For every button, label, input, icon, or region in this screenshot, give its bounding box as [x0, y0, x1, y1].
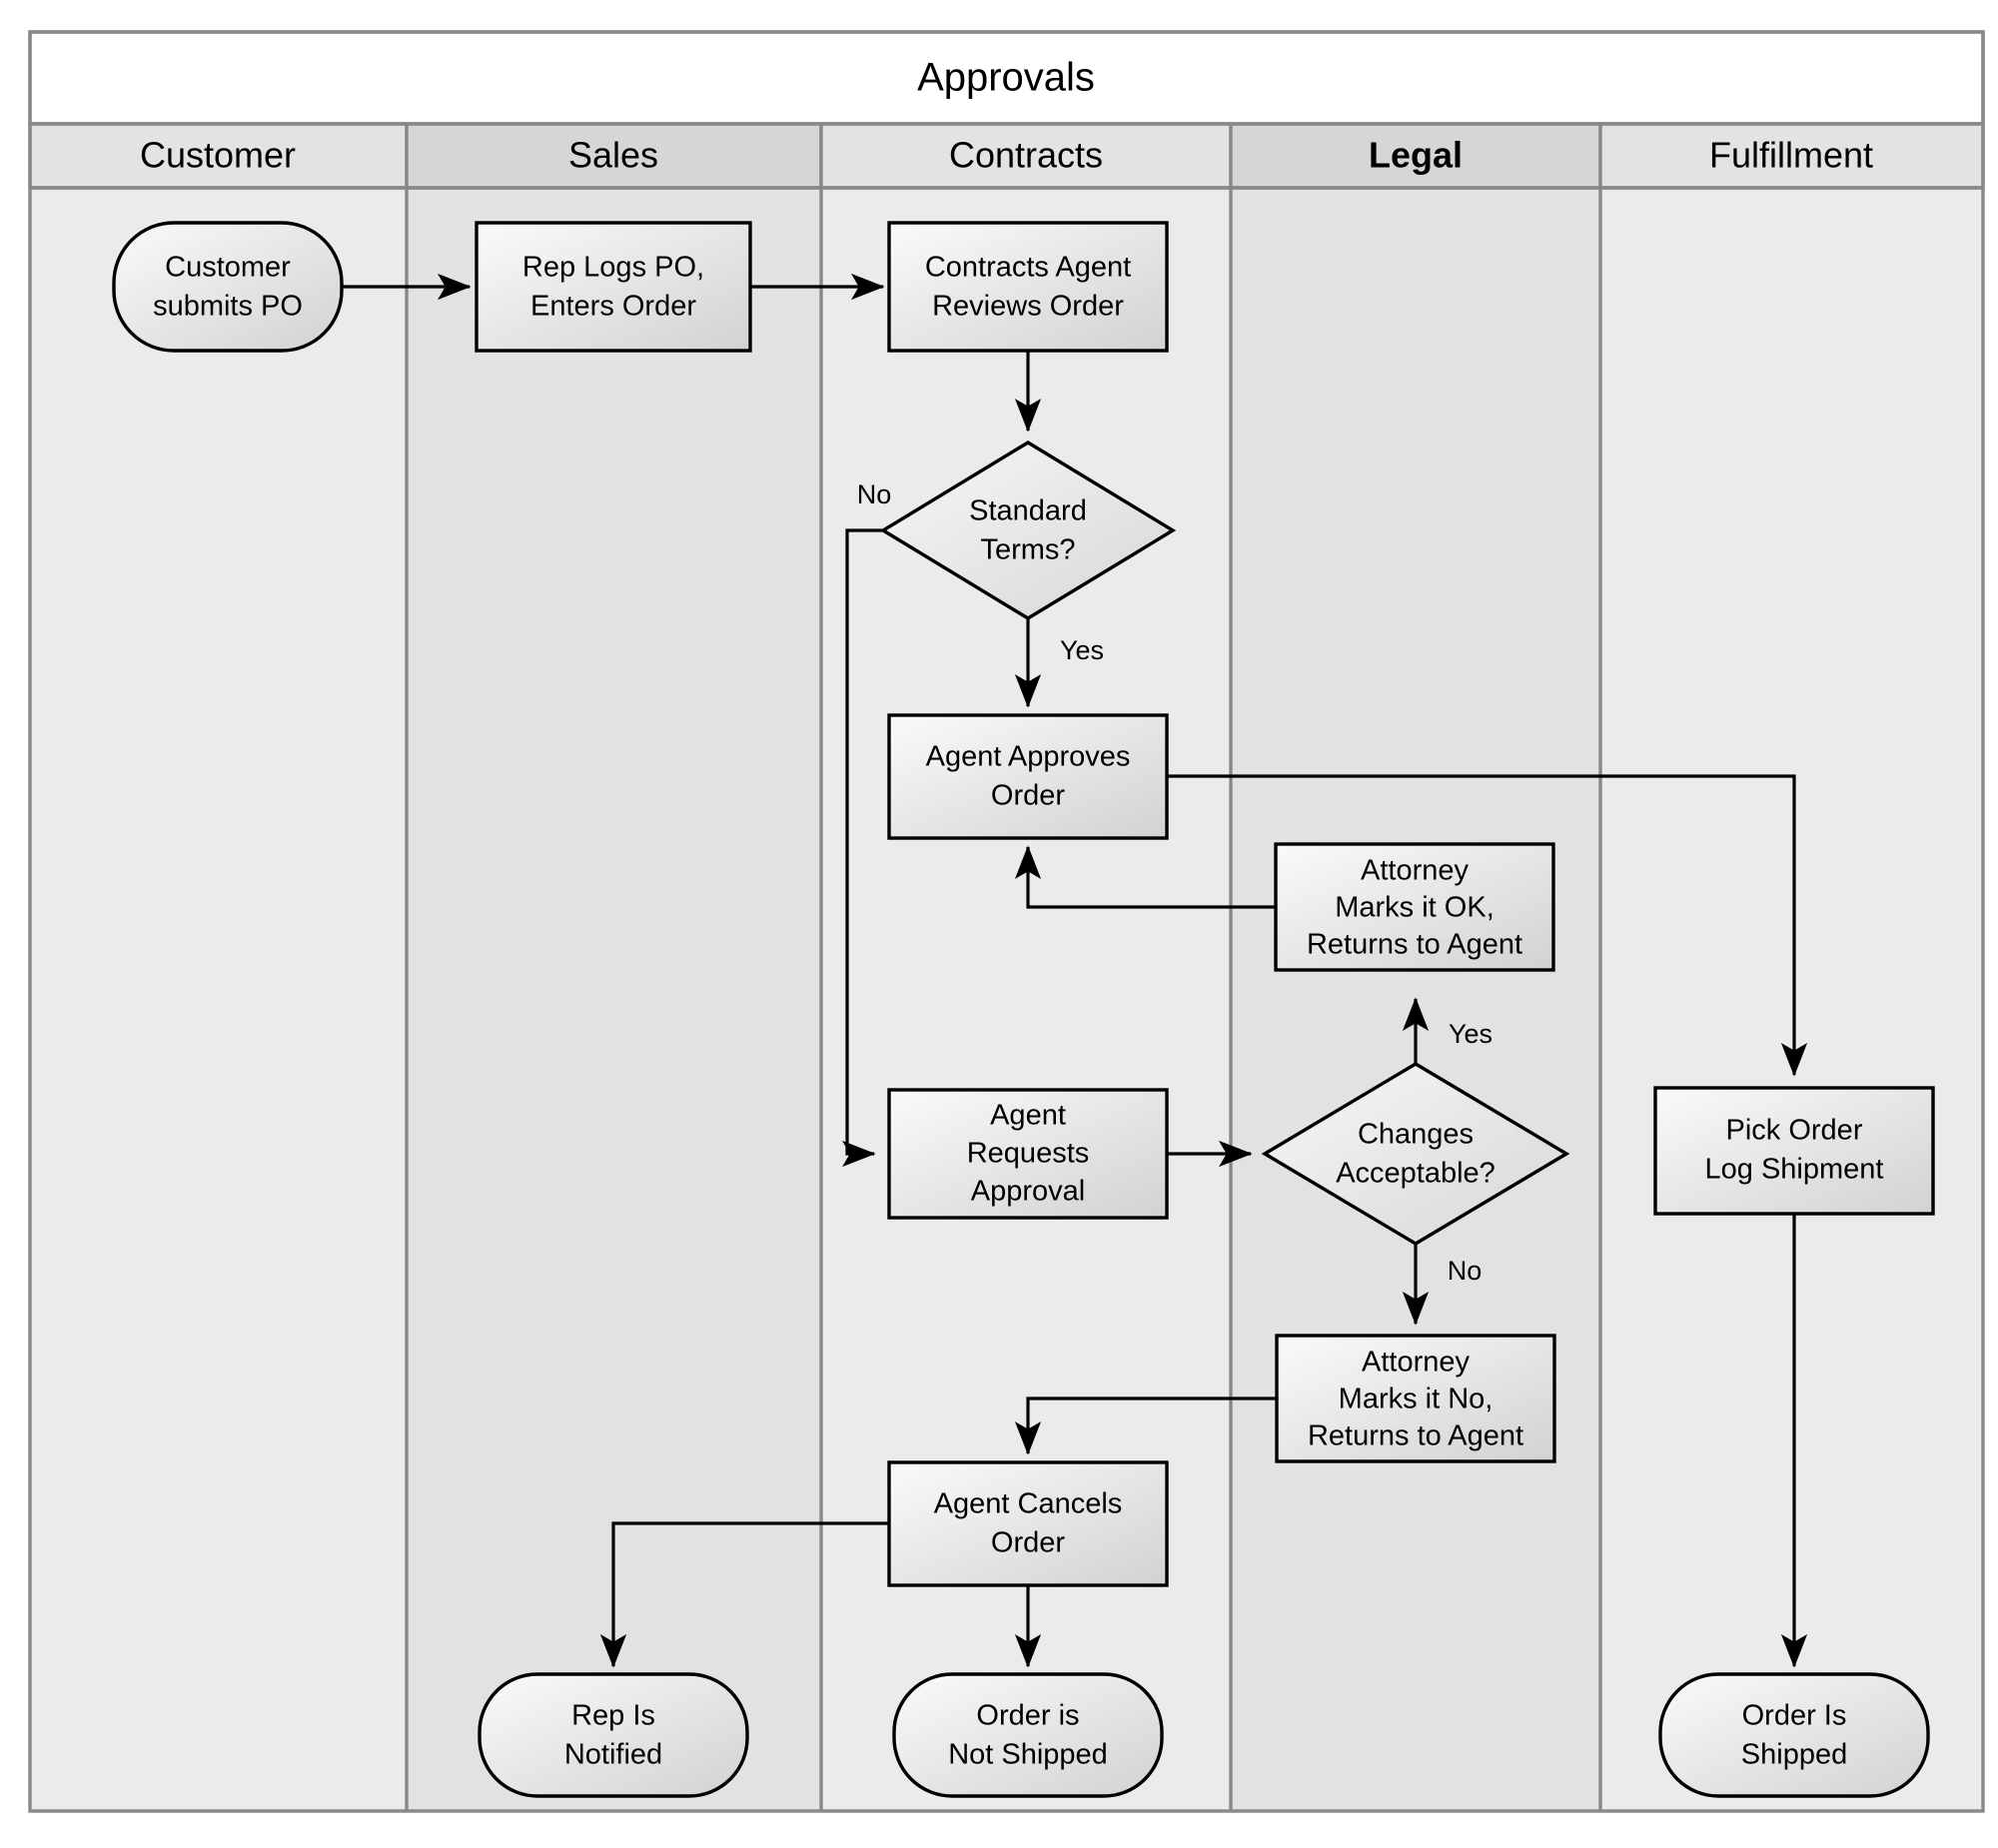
edge-label-yes-standard: Yes — [1060, 635, 1104, 665]
lane-body-customer — [30, 188, 407, 1811]
node-label-agent-requests-approval-line2: Requests — [967, 1138, 1090, 1170]
node-pick-order-log-shipment[interactable]: Pick Order Log Shipment — [1653, 1086, 1935, 1216]
node-label-agent-cancels-order-line1: Agent Cancels — [934, 1488, 1123, 1520]
lane-header-label-customer: Customer — [140, 135, 296, 176]
node-agent-approves-order[interactable]: Agent Approves Order — [887, 713, 1169, 840]
node-label-attorney-marks-no-line1: Attorney — [1362, 1347, 1470, 1379]
node-label-contracts-agent-reviews-line2: Reviews Order — [932, 291, 1124, 323]
node-label-attorney-marks-ok-line3: Returns to Agent — [1307, 929, 1522, 961]
node-standard-terms[interactable]: Standard Terms? — [879, 441, 1177, 620]
node-changes-acceptable[interactable]: Changes Acceptable? — [1261, 1062, 1570, 1246]
lane-headers: Customer Sales Contracts Legal Fulfillme… — [28, 122, 1985, 190]
node-label-attorney-marks-no-line3: Returns to Agent — [1308, 1420, 1523, 1452]
edge-standard-no-to-request — [842, 528, 883, 1168]
node-label-customer-submits-po-line2: submits PO — [153, 291, 303, 323]
node-order-is-not-shipped[interactable]: Order is Not Shipped — [892, 1672, 1164, 1798]
node-label-standard-terms-line1: Standard — [969, 495, 1087, 527]
lane-backgrounds — [30, 188, 1983, 1811]
node-label-agent-requests-approval-line1: Agent — [990, 1100, 1066, 1132]
edges — [342, 273, 1808, 1668]
node-agent-requests-approval[interactable]: Agent Requests Approval — [887, 1088, 1169, 1220]
node-label-agent-approves-order-line2: Order — [991, 780, 1065, 812]
lane-dividers — [405, 188, 1602, 1811]
pool-title: Approvals — [917, 56, 1095, 100]
node-rep-logs-po[interactable]: Rep Logs PO, Enters Order — [475, 221, 752, 353]
node-label-contracts-agent-reviews-line1: Contracts Agent — [925, 252, 1131, 284]
node-label-agent-cancels-order-line2: Order — [991, 1527, 1065, 1559]
node-label-attorney-marks-ok-line1: Attorney — [1361, 855, 1469, 887]
node-label-order-is-not-shipped-line1: Order is — [976, 1700, 1079, 1732]
node-label-order-is-shipped-line2: Shipped — [1741, 1739, 1847, 1771]
node-label-order-is-shipped-line1: Order Is — [1742, 1700, 1847, 1732]
node-label-rep-logs-po-line2: Enters Order — [530, 291, 696, 323]
node-label-changes-acceptable-line1: Changes — [1358, 1119, 1474, 1151]
node-label-agent-requests-approval-line3: Approval — [971, 1176, 1085, 1208]
node-label-attorney-marks-no-line2: Marks it No, — [1339, 1384, 1494, 1415]
lane-header-sales[interactable] — [405, 122, 823, 190]
lane-header-label-sales: Sales — [568, 135, 658, 176]
edge-ok-to-approves — [1014, 845, 1276, 909]
lane-header-contracts[interactable] — [819, 122, 1233, 190]
node-label-pick-order-line1: Pick Order — [1726, 1115, 1863, 1147]
node-label-standard-terms-line2: Terms? — [980, 534, 1075, 566]
node-rep-is-notified[interactable]: Rep Is Notified — [478, 1672, 749, 1798]
node-customer-submits-po[interactable]: Customer submits PO — [112, 221, 344, 353]
lane-body-fulfillment — [1600, 188, 1983, 1811]
node-attorney-marks-ok[interactable]: Attorney Marks it OK, Returns to Agent — [1274, 842, 1555, 972]
pool-border — [28, 30, 1985, 1813]
node-order-is-shipped[interactable]: Order Is Shipped — [1658, 1672, 1930, 1798]
node-agent-cancels-order[interactable]: Agent Cancels Order — [887, 1460, 1169, 1587]
node-label-pick-order-line2: Log Shipment — [1705, 1154, 1884, 1186]
node-label-order-is-not-shipped-line2: Not Shipped — [948, 1739, 1108, 1771]
edge-label-no-standard: No — [857, 479, 892, 509]
node-label-attorney-marks-ok-line2: Marks it OK, — [1335, 892, 1495, 924]
pool-title-band: Approvals — [28, 30, 1985, 126]
edge-cancels-to-rep-notified — [599, 1521, 889, 1668]
node-label-rep-is-notified-line1: Rep Is — [571, 1700, 655, 1732]
node-label-rep-is-notified-line2: Notified — [564, 1739, 662, 1771]
edge-labels: No Yes Yes No — [857, 479, 1493, 1286]
lane-header-label-fulfillment: Fulfillment — [1709, 135, 1873, 176]
node-label-agent-approves-order-line1: Agent Approves — [926, 741, 1131, 773]
node-contracts-agent-reviews[interactable]: Contracts Agent Reviews Order — [887, 221, 1169, 353]
node-attorney-marks-no[interactable]: Attorney Marks it No, Returns to Agent — [1275, 1334, 1556, 1463]
edge-approves-to-pick — [1167, 774, 1808, 1077]
node-label-changes-acceptable-line2: Acceptable? — [1336, 1158, 1496, 1190]
lane-header-label-legal: Legal — [1369, 135, 1463, 176]
node-label-rep-logs-po-line1: Rep Logs PO, — [522, 252, 704, 284]
node-label-customer-submits-po-line1: Customer — [165, 252, 291, 284]
edge-label-yes-changes: Yes — [1449, 1019, 1493, 1049]
edge-label-no-changes: No — [1448, 1256, 1483, 1286]
lane-header-label-contracts: Contracts — [949, 135, 1103, 176]
edge-no-to-cancels — [1014, 1396, 1277, 1455]
